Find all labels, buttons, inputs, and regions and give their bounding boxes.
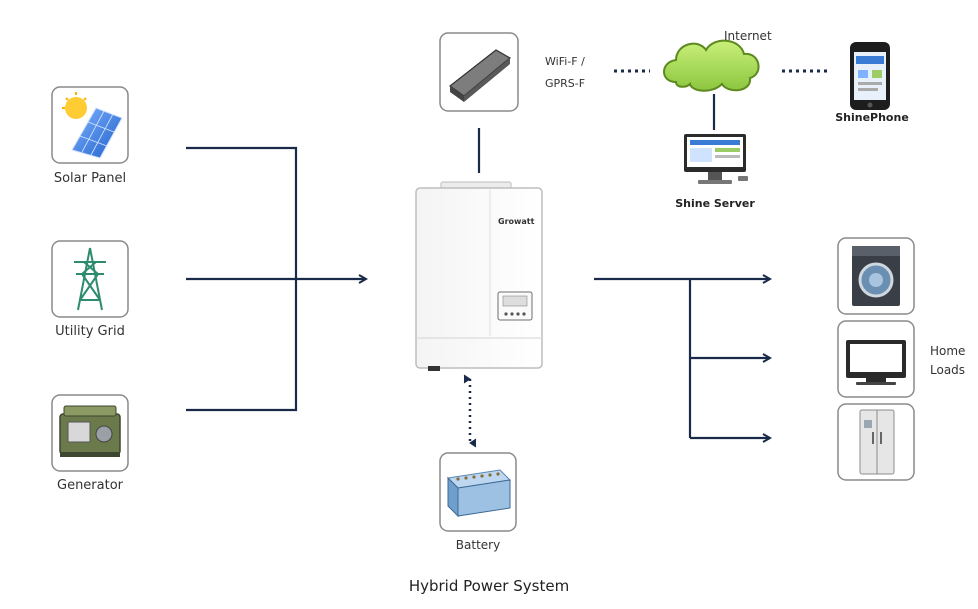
inverter-node [415,181,543,371]
refrigerator-icon [859,409,895,475]
solar-panel-icon [62,92,123,159]
battery-node [439,452,517,532]
wifi-module-label: WiFi-F / [545,55,585,68]
home-loads-label-line2: Loads [930,363,966,377]
wifi-module-node [439,32,519,112]
home-loads-label-line1: Home [930,344,966,358]
shinephone-label: ShinePhone [835,111,909,124]
utility-grid-label: Utility Grid [55,324,125,339]
utility-grid-node [51,240,129,318]
shinephone-icon [850,42,890,110]
generator-icon [59,405,121,457]
battery-icon [446,469,512,518]
source-bus-lines [186,146,366,412]
solar-panel-label: Solar Panel [53,171,127,186]
battery-label: Battery [455,538,501,552]
shine-server-label: Shine Server [675,197,755,210]
gprs-module-label: GPRS-F [545,77,586,90]
television-node [837,320,915,398]
solar-panel-node [51,86,129,164]
wifi-stick-icon [448,49,512,102]
shine-server-icon [684,134,748,184]
diagram-caption: Hybrid Power System [408,577,570,595]
power-tower-icon [74,247,106,311]
inverter-brand-label: Growatt [498,217,535,226]
internet-label: Internet [724,29,772,43]
washing-machine-icon [852,246,900,306]
internet-cloud-icon [663,39,760,92]
generator-label: Generator [56,478,124,493]
refrigerator-node [837,403,915,481]
washing-machine-node [837,237,915,315]
generator-node [51,394,129,472]
television-icon [846,340,906,385]
load-bus-lines [594,279,770,438]
